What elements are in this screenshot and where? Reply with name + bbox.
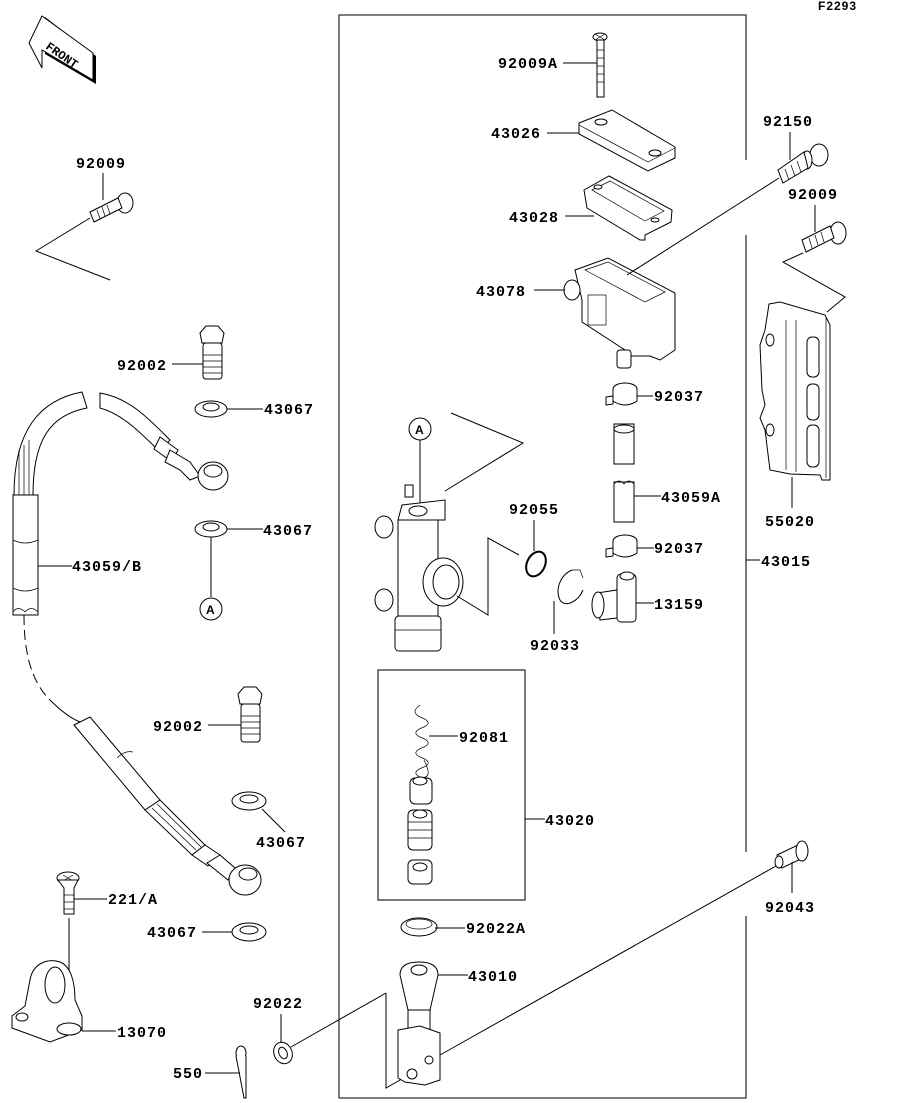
hose-43059A-upper-icon	[613, 423, 635, 465]
front-arrow-icon: FRONT	[28, 15, 96, 84]
hose-clamp-92037-a-icon	[605, 382, 638, 406]
spring-92081-icon	[414, 704, 429, 778]
clevis-pin-92043-icon	[774, 840, 809, 869]
label-92002-top: 92002	[117, 358, 167, 375]
cotter-pin-550-icon	[235, 1045, 247, 1099]
screw-221A-icon	[56, 871, 80, 915]
brake-hose-upper-icon	[12, 391, 229, 616]
label-13159: 13159	[654, 597, 704, 614]
label-92009-right: 92009	[788, 187, 838, 204]
label-92055: 92055	[509, 502, 559, 519]
label-43059A: 43059A	[661, 490, 721, 507]
diagram-code: F2293	[818, 0, 857, 13]
secondary-cup-icon	[407, 859, 433, 885]
label-92033: 92033	[530, 638, 580, 655]
piston-cup-icon	[409, 776, 433, 805]
svg-text:A: A	[206, 603, 215, 617]
label-92037-b: 92037	[654, 541, 704, 558]
label-92009-left: 92009	[76, 156, 126, 173]
circlip-92022A-icon	[400, 917, 438, 937]
o-ring-92055-icon	[525, 550, 547, 578]
reservoir-43078-icon	[563, 257, 676, 369]
hose-43059A-lower-icon	[613, 480, 635, 523]
brake-hose-lower-icon	[73, 716, 262, 896]
bolt-92009-left-icon	[89, 192, 134, 223]
label-43026: 43026	[491, 126, 541, 143]
ref-marker-a-left: A	[199, 597, 223, 621]
washer-43067-b-icon	[194, 520, 228, 538]
label-43015: 43015	[761, 554, 811, 571]
label-43067-b: 43067	[263, 523, 313, 540]
label-92002-bottom: 92002	[153, 719, 203, 736]
label-92043: 92043	[765, 900, 815, 917]
label-92150: 92150	[763, 114, 813, 131]
diaphragm-43028-icon	[583, 175, 673, 241]
label-550: 550	[173, 1066, 203, 1083]
banjo-bolt-92002-bottom-icon	[237, 686, 263, 743]
label-43067-c: 43067	[256, 835, 306, 852]
ref-marker-a-center: A	[408, 417, 432, 441]
label-43010: 43010	[468, 969, 518, 986]
label-92081: 92081	[459, 730, 509, 747]
label-92037-a: 92037	[654, 389, 704, 406]
label-55020: 55020	[765, 514, 815, 531]
elbow-fitting-13159-icon	[591, 571, 637, 623]
label-221A: 221/A	[108, 892, 158, 909]
label-43067-a: 43067	[264, 402, 314, 419]
svg-text:A: A	[415, 423, 424, 437]
label-43059B: 43059/B	[72, 559, 142, 576]
bolt-92150-icon	[777, 143, 829, 184]
label-13070: 13070	[117, 1025, 167, 1042]
banjo-bolt-92002-top-icon	[199, 325, 225, 380]
circlip-92033-icon	[557, 569, 584, 605]
washer-92022-icon	[273, 1041, 293, 1065]
label-43028: 43028	[509, 210, 559, 227]
bracket-13070-icon	[11, 960, 83, 1043]
label-43078: 43078	[476, 284, 526, 301]
piston-kit-box-43020	[377, 669, 526, 901]
master-cylinder-body-icon	[374, 484, 464, 652]
label-92022A: 92022A	[466, 921, 526, 938]
piston-icon	[407, 809, 433, 851]
hose-clamp-92037-b-icon	[605, 534, 638, 558]
label-43067-d: 43067	[147, 925, 197, 942]
reservoir-cap-43026-icon	[578, 109, 676, 172]
washer-43067-c-icon	[231, 791, 267, 811]
assembly-frame-43015	[338, 14, 747, 1099]
washer-43067-d-icon	[231, 922, 267, 942]
push-rod-43010-icon	[397, 961, 441, 1086]
screw-92009A-icon	[592, 32, 608, 98]
guard-plate-55020-icon	[759, 301, 831, 481]
washer-43067-a-icon	[194, 400, 228, 418]
label-92022: 92022	[253, 996, 303, 1013]
label-43020: 43020	[545, 813, 595, 830]
label-92009A: 92009A	[498, 56, 558, 73]
bolt-92009-right-icon	[801, 221, 847, 253]
